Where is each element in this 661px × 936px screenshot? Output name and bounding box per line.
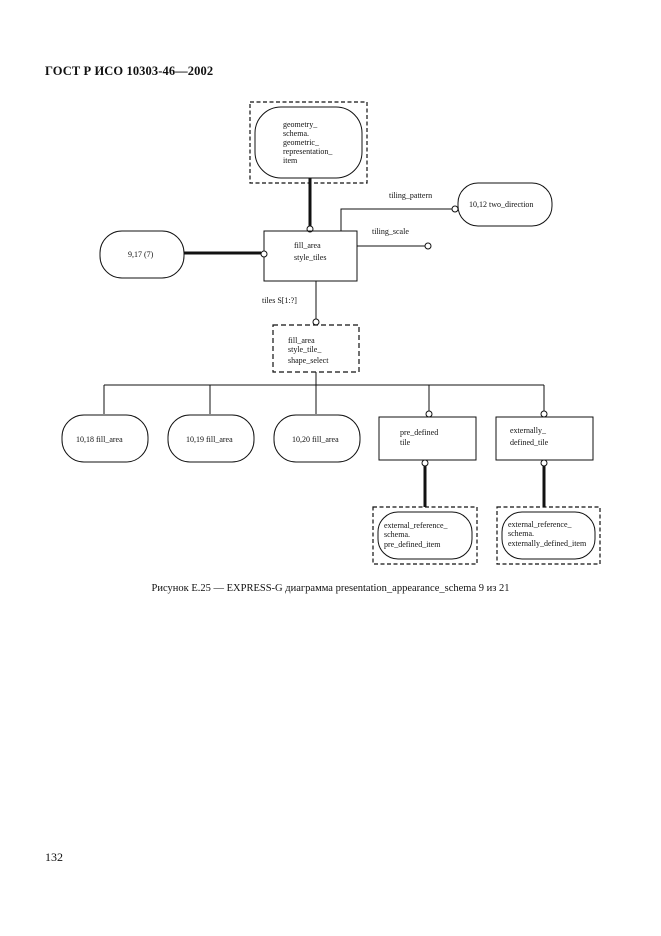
tiling-scale-label: tiling_scale <box>372 227 409 236</box>
two-direction-ref-label: 10,12 two_direction <box>469 200 533 209</box>
fill-area-ref-label-1: 10,18 fill_area <box>76 435 123 444</box>
fill-area-ref-node-2 <box>167 414 255 463</box>
externally-defined-tile-label-1: externally_ <box>510 426 547 435</box>
svg-text:fill_area style_tile_: fill_area style_tile_ shape_select <box>288 336 329 365</box>
pre-defined-item-circle <box>421 459 429 467</box>
externally-defined-item-ref-label-1: external_reference_ <box>508 520 573 529</box>
svg-text:fill_area style_tiles: fill_area style_tiles <box>294 241 326 262</box>
svg-text:pre_defined tile: pre_defined tile <box>400 428 440 447</box>
tiles-label: tiles S[1:?] <box>262 296 297 305</box>
express-g-diagram: geometry_ schema. geometric_ representat… <box>61 101 601 565</box>
svg-text:externally_ defined_tile: externally_ defined_tile <box>510 426 549 447</box>
tiling-scale-circle <box>424 242 432 250</box>
tiles-relation-circle <box>312 318 320 326</box>
fill-area-ref-label-2: 10,19 fill_area <box>186 435 233 444</box>
branch-4-circle <box>425 410 433 418</box>
geometry-ref-label-4: representation_ <box>283 147 333 156</box>
pre-defined-tile-entity <box>378 416 477 461</box>
pre-defined-item-ref-label-3: pre_defined_item <box>384 540 441 549</box>
tiling-pattern-circle <box>451 205 459 213</box>
pre-defined-item-ref-label-1: external_reference_ <box>384 521 449 530</box>
figure-caption: Рисунок E.25 — EXPRESS-G диаграмма prese… <box>151 583 510 594</box>
svg-text:geometry_ schema. geom: geometry_ schema. geometric_ representat… <box>283 120 334 165</box>
externally-defined-item-ref-node <box>501 511 596 560</box>
externally-defined-tile-label-2: defined_tile <box>510 438 549 447</box>
externally-defined-item-circle <box>540 459 548 467</box>
pre-defined-item-ref-label-2: schema. <box>384 530 410 539</box>
two-direction-ref-node <box>457 182 553 227</box>
externally-defined-item-ref-label-3: externally_defined_item <box>508 539 587 548</box>
svg-text:external_reference_ schema: external_reference_ schema. externally_d… <box>508 520 587 548</box>
geometry-ref-label-2: schema. <box>283 129 309 138</box>
geometry-ref-label-1: geometry_ <box>283 120 318 129</box>
left-ref-circle <box>260 250 268 258</box>
fill-area-style-tiles-label-2: style_tiles <box>294 253 326 262</box>
page-header: ГОСТ Р ИСО 10303-46—2002 <box>45 64 214 78</box>
fill-area-ref-node-3 <box>273 414 361 463</box>
svg-text:external_reference_ schema: external_reference_ schema. pre_defined_… <box>384 521 450 549</box>
fill-area-ref-label-3: 10,20 fill_area <box>292 435 339 444</box>
style-tile-select-label-3: shape_select <box>288 356 329 365</box>
externally-defined-item-dashed-frame <box>496 506 601 565</box>
left-ref-label: 9,17 (7) <box>128 250 154 259</box>
pre-defined-tile-label-2: tile <box>400 438 411 447</box>
fill-area-style-tiles-label-1: fill_area <box>294 241 321 250</box>
page-number: 132 <box>45 850 63 864</box>
style-tile-select-label-2: style_tile_ <box>288 345 322 354</box>
geometry-ref-label-3: geometric_ <box>283 138 320 147</box>
pre-defined-item-dashed-frame <box>372 506 478 565</box>
externally-defined-item-ref-label-2: schema. <box>508 529 534 538</box>
tiling-pattern-line <box>340 208 452 231</box>
fill-area-ref-node-1 <box>61 414 149 463</box>
pre-defined-tile-label-1: pre_defined <box>400 428 438 437</box>
style-tile-select-label-1: fill_area <box>288 336 315 345</box>
geometry-ref-label-5: item <box>283 156 298 165</box>
pre-defined-item-ref-node <box>377 511 473 560</box>
tiling-pattern-label: tiling_pattern <box>389 191 432 200</box>
branch-5-circle <box>540 410 548 418</box>
